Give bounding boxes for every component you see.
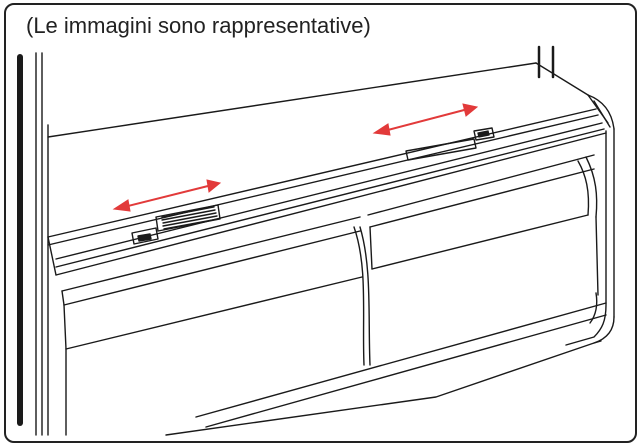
left-vent-slider: [131, 204, 221, 245]
cover-shelf: [47, 62, 611, 276]
left-wall: [17, 52, 49, 436]
drawer-diagram: [17, 45, 615, 436]
right-drawer-front: [367, 154, 599, 296]
right-slide-arrow: [372, 103, 479, 136]
left-slide-arrow: [112, 179, 222, 212]
caption-text: (Le immagini sono rappresentative): [26, 13, 371, 38]
right-wall: [165, 45, 615, 436]
lower-shelf-lines: [65, 302, 607, 436]
illustration-frame: (Le immagini sono rappresentative): [4, 3, 637, 443]
right-vent-slider: [405, 127, 495, 161]
left-drawer-front: [61, 216, 371, 366]
